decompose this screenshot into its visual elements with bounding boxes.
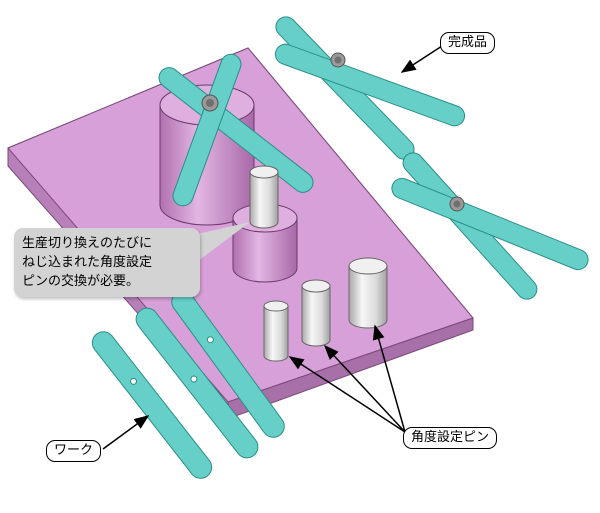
angle-pin-medium [301, 279, 331, 347]
callout-line-2: ねじ込まれた角度設定 [22, 255, 153, 270]
bar-pair-on-fixture [158, 53, 314, 207]
angle-pin-large [348, 257, 388, 329]
label-angle-pins: 角度設定ピン [403, 427, 498, 449]
label-finished-product: 完成品 [440, 32, 496, 54]
angle-pin-small [263, 300, 289, 362]
callout-line-1: 生産切り換えのたびに [22, 236, 153, 251]
finished-product-middle [391, 152, 589, 300]
callout-note: 生産切り換えのたびに ねじ込まれた角度設定 ピンの交換が必要。 [14, 228, 200, 297]
workpiece-bars [91, 290, 285, 479]
threaded-angle-pin [249, 165, 279, 229]
screw-icon [449, 196, 465, 212]
label-workpiece: ワーク [46, 440, 102, 462]
finished-product-top [274, 16, 466, 160]
leader-arrows [102, 45, 443, 450]
screw-icon [201, 94, 219, 112]
screw-icon [330, 52, 346, 68]
callout-line-3: ピンの交換が必要。 [22, 274, 140, 289]
